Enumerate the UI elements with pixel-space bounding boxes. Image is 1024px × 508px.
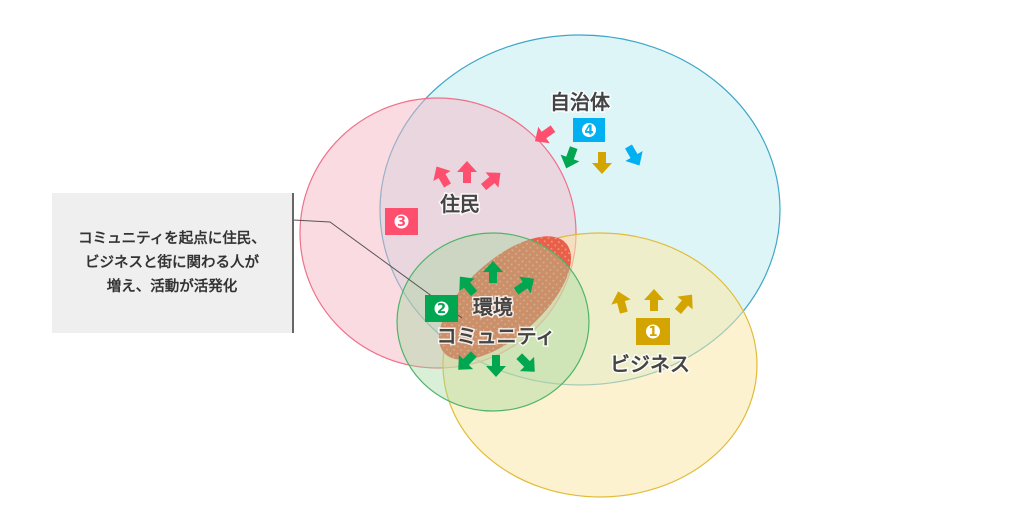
intersection-highlight xyxy=(438,236,572,360)
business-label: ビジネス xyxy=(610,352,690,376)
callout-line-2: ビジネスと街に関わる人が xyxy=(85,255,259,271)
badge-community-disc xyxy=(434,301,449,316)
callout-box: コミュニティを起点に住民、 ビジネスと街に関わる人が 増え、活動が活発化 xyxy=(52,193,294,333)
badge-residents-number: 3 xyxy=(397,215,406,230)
callout-line-3: 増え、活動が活発化 xyxy=(106,279,238,295)
badge-business-number: 1 xyxy=(648,325,657,340)
badge-business-disc xyxy=(646,324,660,339)
government-label: 自治体 xyxy=(550,90,611,114)
community-circle xyxy=(396,232,590,412)
community-label-line1: 環境 xyxy=(473,295,513,319)
callout-line-1: コミュニティを起点に住民、 xyxy=(78,231,266,247)
badge-residents-disc xyxy=(394,214,409,229)
badge-community-number: 2 xyxy=(437,302,446,317)
callout-leader-line xyxy=(292,219,463,319)
badge-government-number: 4 xyxy=(584,124,593,139)
community-label-line2: コミュニティ xyxy=(437,324,556,348)
badge-government-disc xyxy=(582,123,596,137)
residents-label: 住民 xyxy=(440,192,480,216)
